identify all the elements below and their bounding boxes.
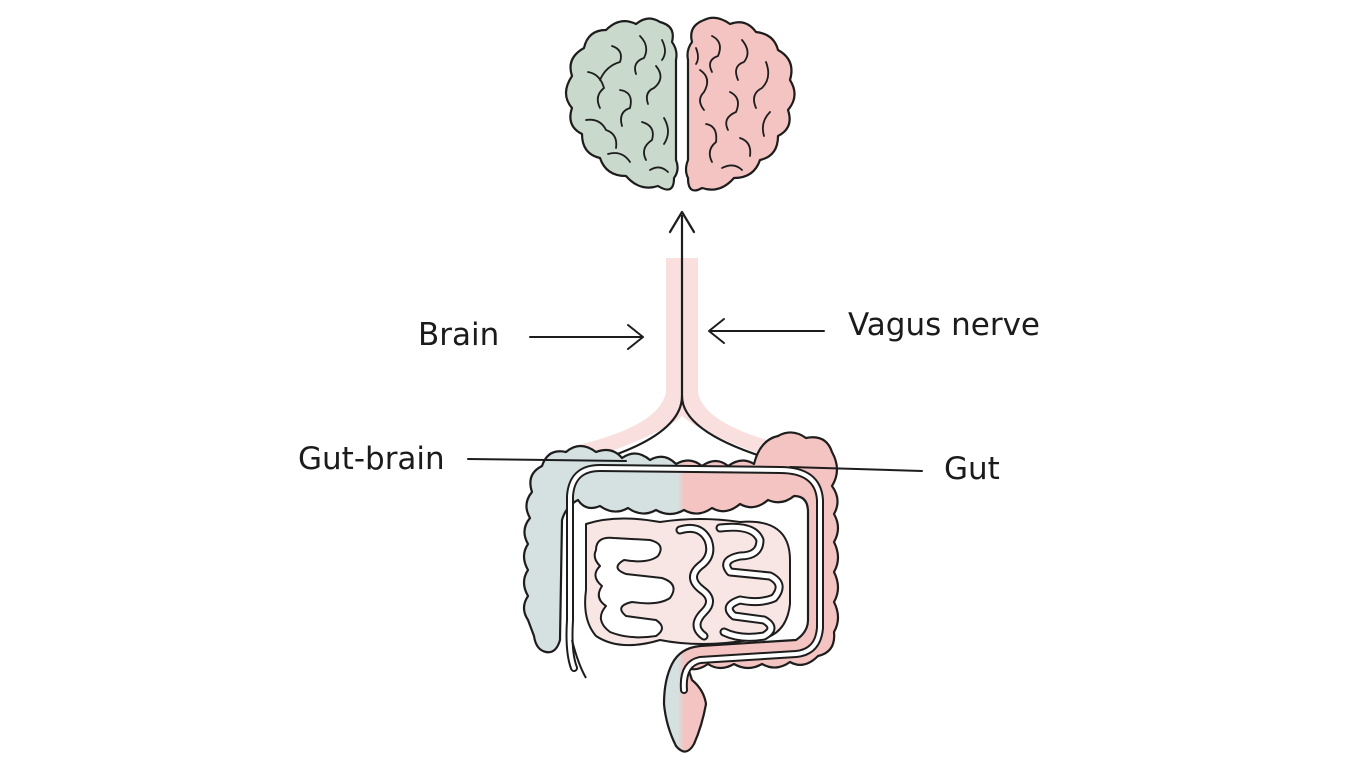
brain-right-hemisphere — [684, 16, 796, 192]
vagus-pointer-arrowhead — [708, 318, 725, 344]
leader-lines — [467, 318, 923, 472]
small-intestine — [584, 517, 791, 647]
brain-pointer-arrowhead — [627, 324, 644, 350]
arrowhead-up — [668, 210, 696, 234]
gut-label: Gut — [944, 451, 1000, 487]
brain-label: Brain — [418, 317, 500, 353]
large-intestine — [522, 431, 840, 753]
gut-brain-label: Gut-brain — [298, 441, 445, 477]
gut-leader-line — [789, 466, 923, 472]
gut-brain-leader-line — [467, 458, 627, 462]
brain-illustration — [564, 16, 796, 192]
brain-left-hemisphere — [564, 17, 679, 191]
vagus-nerve-label: Vagus nerve — [848, 307, 1041, 343]
